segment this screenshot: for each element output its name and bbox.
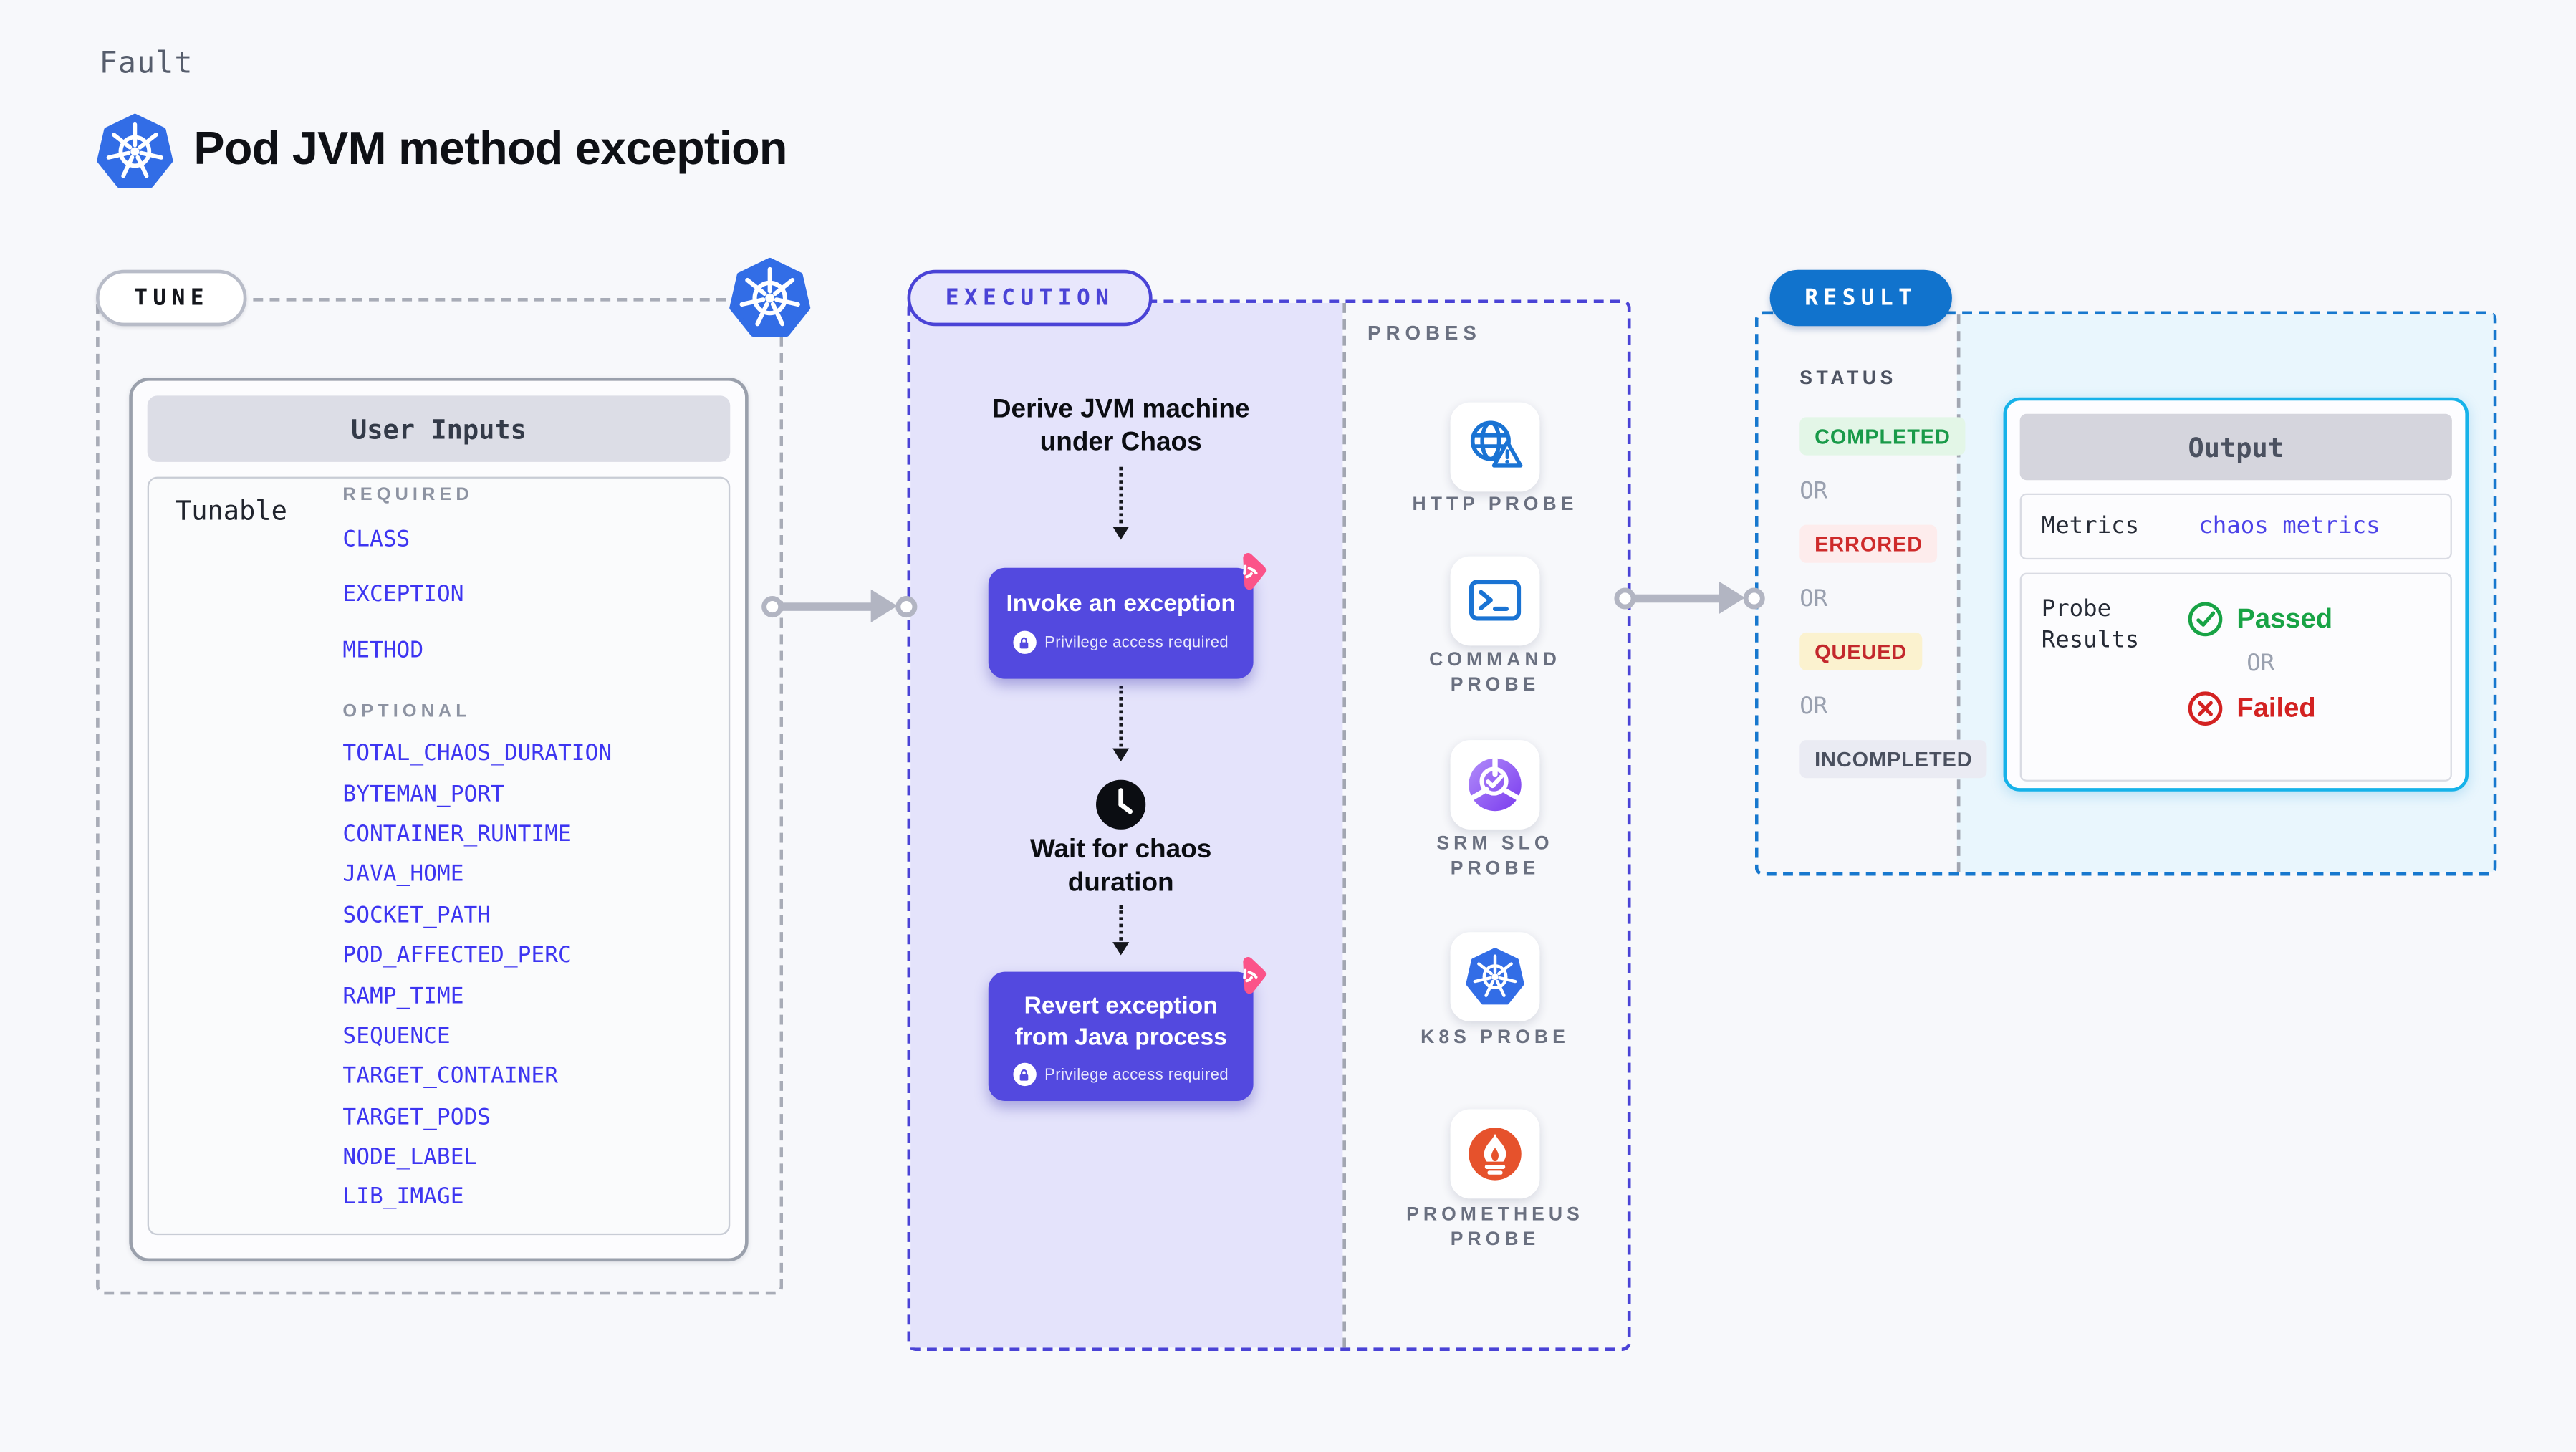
output-title: Output <box>2019 413 2452 481</box>
execution-section-label: EXECUTION <box>907 269 1153 327</box>
fault-kicker: Fault <box>99 46 193 82</box>
kubernetes-icon <box>96 111 174 192</box>
dotted-arrow-icon <box>1112 905 1129 956</box>
globe-warning-icon <box>1465 417 1524 476</box>
probes-to-result-arrow <box>1614 580 1765 616</box>
tune-section <box>96 298 784 1295</box>
output-card: Output Metrics chaos metrics Probe Resul… <box>2003 397 2469 792</box>
probe-name: SRM SLO PROBE <box>1436 834 1554 880</box>
tunable-item: CONTAINER_RUNTIME <box>342 821 572 848</box>
metrics-row: Metrics chaos metrics <box>2019 493 2452 560</box>
status-heading: STATUS <box>1799 369 1897 390</box>
step-title: Revert exception from Java process <box>1014 993 1227 1052</box>
failed-line: Failed <box>2187 691 2316 727</box>
status-badge: ERRORED <box>1799 524 1938 563</box>
chaos-spark-icon <box>1225 549 1269 593</box>
metrics-value: chaos metrics <box>2198 513 2380 540</box>
result-divider <box>1956 314 1961 873</box>
connector-line <box>1632 593 1722 602</box>
or-label: OR <box>2246 650 2275 678</box>
status-badge: COMPLETED <box>1799 417 1966 456</box>
tunable-item: EXCEPTION <box>342 581 464 608</box>
user-inputs-title: User Inputs <box>147 395 731 462</box>
tunable-item: SOCKET_PATH <box>342 902 491 929</box>
tunable-items: REQUIRED CLASS EXCEPTION METHOD OPTIONAL… <box>342 482 719 1218</box>
chaos-spark-icon <box>1225 953 1269 997</box>
tunable-item: RAMP_TIME <box>342 982 464 1009</box>
status-badge: QUEUED <box>1799 632 1923 671</box>
privilege-note: Privilege access required <box>989 1062 1254 1087</box>
slo-gauge-icon <box>1465 755 1524 814</box>
prometheus-flame-icon <box>1465 1124 1524 1183</box>
step-title: Invoke an exception <box>1006 591 1236 618</box>
kubernetes-icon <box>1465 947 1524 1006</box>
invoke-exception-step: Invoke an exception Privilege access req… <box>988 568 1254 679</box>
user-inputs-card: User Inputs Tunable REQUIRED CLASS EXCEP… <box>129 377 749 1262</box>
required-heading: REQUIRED <box>342 484 474 504</box>
optional-heading: OPTIONAL <box>342 701 471 721</box>
arrow-right-icon <box>870 589 898 623</box>
probe-results-values: Passed OR Failed <box>2187 595 2332 760</box>
x-circle-icon <box>2187 691 2224 727</box>
tunable-item: CLASS <box>342 526 410 553</box>
probe-results-label: Probe Results <box>2041 596 2140 654</box>
tunable-item: SEQUENCE <box>342 1023 451 1050</box>
or-label: OR <box>1799 478 1828 505</box>
tune-to-execution-arrow <box>761 587 918 624</box>
tunable-item: TARGET_PODS <box>342 1103 491 1130</box>
privilege-note: Privilege access required <box>989 630 1254 654</box>
connector-line <box>779 602 875 610</box>
probe-name: K8S PROBE <box>1421 1028 1570 1048</box>
probe-card-k8s <box>1450 932 1540 1022</box>
probes-heading: PROBES <box>1368 321 1481 345</box>
tunable-item: TOTAL_CHAOS_DURATION <box>342 740 612 767</box>
dotted-arrow-icon <box>1112 466 1129 540</box>
probe-card-command <box>1450 556 1540 646</box>
tunable-item: NODE_LABEL <box>342 1144 478 1171</box>
result-section-label: RESULT <box>1769 269 1952 327</box>
probe-results-row: Probe Results Passed OR Failed <box>2019 572 2452 782</box>
connector-dot <box>1743 587 1765 609</box>
connector-dot <box>895 595 918 617</box>
tunable-row-label: Tunable <box>175 495 287 527</box>
tunable-item: JAVA_HOME <box>342 861 464 888</box>
revert-exception-step: Revert exception from Java process Privi… <box>988 972 1254 1101</box>
probe-name: HTTP PROBE <box>1412 495 1578 515</box>
tunable-item: POD_AFFECTED_PERC <box>342 942 572 969</box>
page-title: Pod JVM method exception <box>193 122 787 174</box>
probe-name: PROMETHEUS PROBE <box>1406 1205 1584 1250</box>
derive-step-text: Derive JVM machine under Chaos <box>991 395 1250 456</box>
lock-icon <box>1013 630 1037 654</box>
probe-name: COMMAND PROBE <box>1429 650 1561 696</box>
kubernetes-icon <box>729 255 812 341</box>
wait-step-text: Wait for chaos duration <box>1029 836 1212 897</box>
tunable-item: TARGET_CONTAINER <box>342 1063 558 1090</box>
metrics-label: Metrics <box>2041 513 2140 540</box>
tune-section-label: TUNE <box>96 269 248 327</box>
clock-icon <box>1096 780 1145 830</box>
status-column: STATUS COMPLETED OR ERRORED OR QUEUED OR… <box>1799 369 1988 801</box>
status-badge: INCOMPLETED <box>1799 740 1988 779</box>
tunable-item: BYTEMAN_PORT <box>342 780 504 807</box>
probe-card-srm-slo <box>1450 740 1540 830</box>
lock-icon <box>1013 1062 1037 1087</box>
tunable-item: METHOD <box>342 637 424 664</box>
or-label: OR <box>1799 586 1828 613</box>
tunable-item: LIB_IMAGE <box>342 1184 464 1211</box>
check-circle-icon <box>2187 601 2224 638</box>
or-label: OR <box>1799 693 1828 721</box>
probes-divider <box>1342 302 1347 1348</box>
arrow-right-icon <box>1719 581 1746 615</box>
dotted-arrow-icon <box>1112 685 1129 762</box>
tunables-list: Tunable REQUIRED CLASS EXCEPTION METHOD … <box>147 476 731 1236</box>
probe-card-prometheus <box>1450 1109 1540 1199</box>
terminal-icon <box>1465 571 1524 630</box>
probe-card-http <box>1450 402 1540 492</box>
passed-line: Passed <box>2187 601 2332 638</box>
